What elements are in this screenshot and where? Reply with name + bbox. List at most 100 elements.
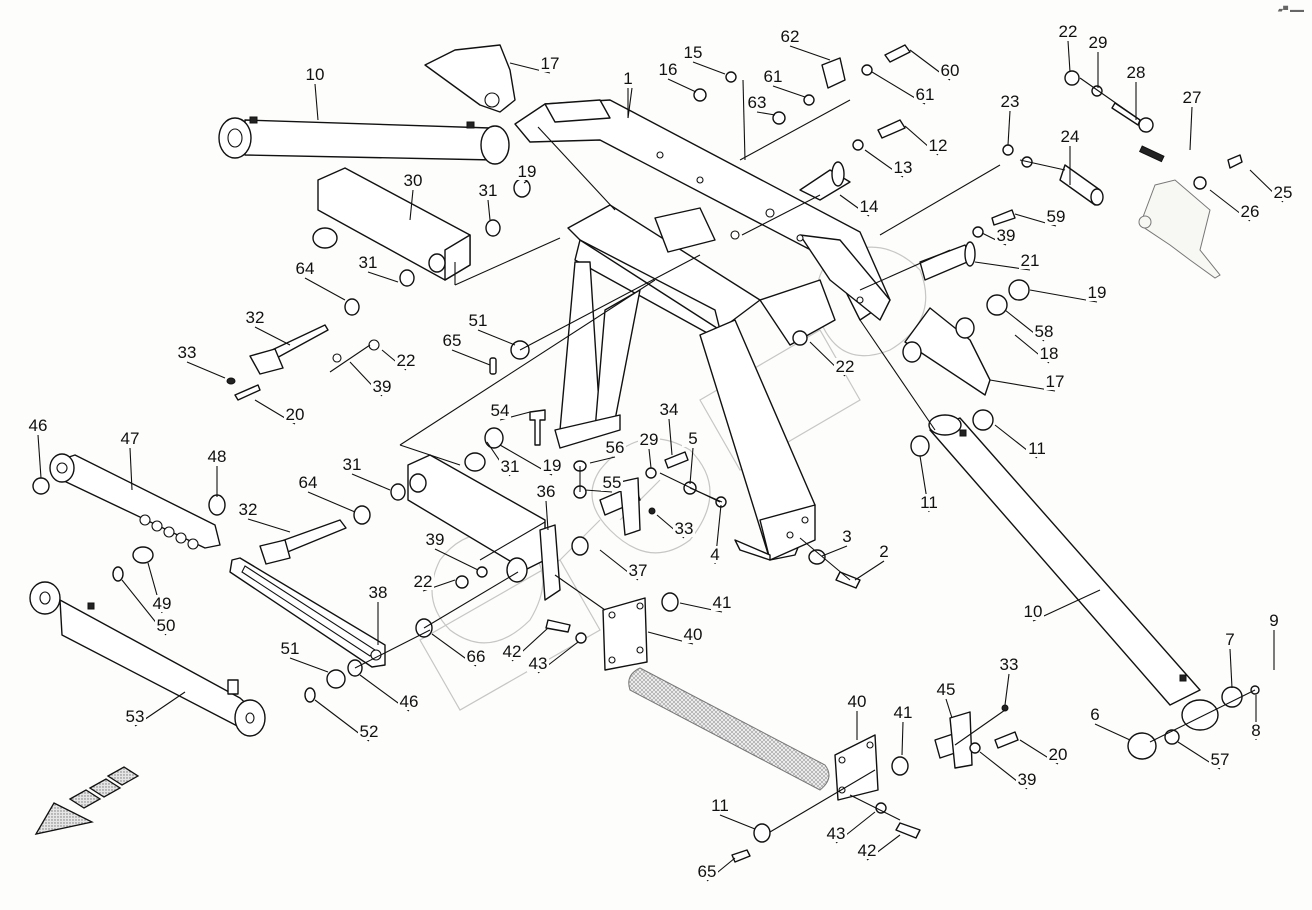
callout-number: 37 (629, 561, 648, 580)
lift-cylinder-top (218, 116, 510, 165)
callout-background (424, 531, 446, 548)
callout-background (1038, 345, 1060, 362)
callout-number: 53 (126, 707, 145, 726)
callout-number: 52 (360, 722, 379, 741)
callout-number: 32 (246, 308, 265, 327)
callout-background (617, 70, 639, 87)
callout-24: 24 (1059, 127, 1081, 185)
callout-background (927, 137, 949, 154)
callout-29: 29 (638, 430, 660, 469)
callout-40: 40 (647, 625, 704, 645)
callout-leader (367, 271, 399, 283)
callout-55: 55 (584, 473, 623, 493)
callout-number: 23 (1001, 92, 1020, 111)
callout-41: 41 (892, 703, 914, 756)
callout-number: 43 (827, 824, 846, 843)
callout-number: 65 (443, 331, 462, 350)
callout-10: 10 (304, 65, 326, 121)
callout-background (892, 704, 914, 721)
callout-number: 19 (543, 456, 562, 475)
callout-background (918, 494, 940, 511)
callout-46: 46 (27, 416, 49, 479)
callout-leader (304, 277, 346, 301)
callout-number: 57 (1211, 750, 1230, 769)
callout-leader (314, 83, 319, 121)
callout-number: 40 (684, 625, 703, 644)
callout-background (398, 693, 420, 710)
callout-leader (254, 326, 291, 346)
callout-leader (689, 447, 694, 485)
callout-background (357, 254, 379, 271)
callout-background (294, 260, 316, 277)
callout-number: 46 (29, 416, 48, 435)
callout-number: 19 (518, 162, 537, 181)
pin-32-top (226, 324, 380, 401)
callout-57: 57 (1177, 741, 1231, 770)
callout-3: 3 (821, 527, 858, 557)
callout-background (535, 483, 557, 500)
callout-46: 46 (359, 674, 420, 712)
callout-31: 31 (477, 181, 499, 221)
callout-leader (945, 698, 953, 719)
callout-number: 33 (1000, 655, 1019, 674)
callout-32: 32 (237, 500, 291, 533)
callout-22: 22 (412, 572, 456, 592)
callout-20: 20 (1019, 739, 1069, 765)
callout-background (704, 546, 726, 563)
callout-number: 33 (178, 343, 197, 362)
callout-background (1022, 603, 1044, 620)
callout-21: 21 (974, 251, 1041, 271)
callout-18: 18 (1014, 334, 1060, 364)
travel-direction-arrow (34, 766, 140, 835)
callout-48: 48 (206, 447, 228, 497)
callout-leader (1032, 589, 1101, 622)
callout-2: 2 (854, 542, 895, 581)
callout-background (682, 626, 704, 643)
callout-leader (1094, 723, 1131, 741)
callout-leader (719, 814, 756, 830)
callout-39: 39 (981, 226, 1017, 246)
ghost-bracket (1138, 154, 1243, 279)
callout-number: 28 (1127, 63, 1146, 82)
callout-leader (247, 518, 291, 533)
callout-background (892, 159, 914, 176)
callout-number: 41 (894, 703, 913, 722)
callout-background (1045, 208, 1067, 225)
callout-number: 63 (748, 93, 767, 112)
callout-22: 22 (809, 341, 856, 377)
callout-background (746, 94, 768, 111)
callout-background (658, 401, 680, 418)
callout-39: 39 (424, 530, 479, 571)
callout-leader (821, 545, 848, 557)
callout-51: 51 (279, 639, 329, 673)
callout-background (657, 61, 679, 78)
callout-background (1125, 64, 1147, 81)
callout-number: 21 (1021, 251, 1040, 270)
callout-number: 33 (675, 519, 694, 538)
callout-leader (756, 111, 776, 116)
callout-number: 8 (1251, 721, 1260, 740)
callout-background (1209, 751, 1231, 768)
callout-background (237, 501, 259, 518)
callout-background (541, 457, 563, 474)
callout-background (1181, 89, 1203, 106)
callout-number: 24 (1061, 127, 1080, 146)
callout-number: 22 (414, 572, 433, 591)
callout-63: 63 (746, 93, 776, 116)
callout-65: 65 (696, 857, 736, 882)
callout-background (1087, 34, 1109, 51)
callout-background (244, 309, 266, 326)
callout-4: 4 (704, 504, 726, 565)
spring-assembly (602, 592, 909, 863)
callout-number: 48 (208, 447, 227, 466)
callout-11: 11 (709, 796, 756, 830)
callout-background (1026, 440, 1048, 457)
callout-background (151, 595, 173, 612)
callout-1: 1 (617, 69, 639, 118)
callout-background (939, 62, 961, 79)
callout-leader (1029, 289, 1098, 303)
callout-background (516, 163, 538, 180)
callout-background (402, 172, 424, 189)
callout-background (206, 448, 228, 465)
callout-number: 17 (541, 54, 560, 73)
